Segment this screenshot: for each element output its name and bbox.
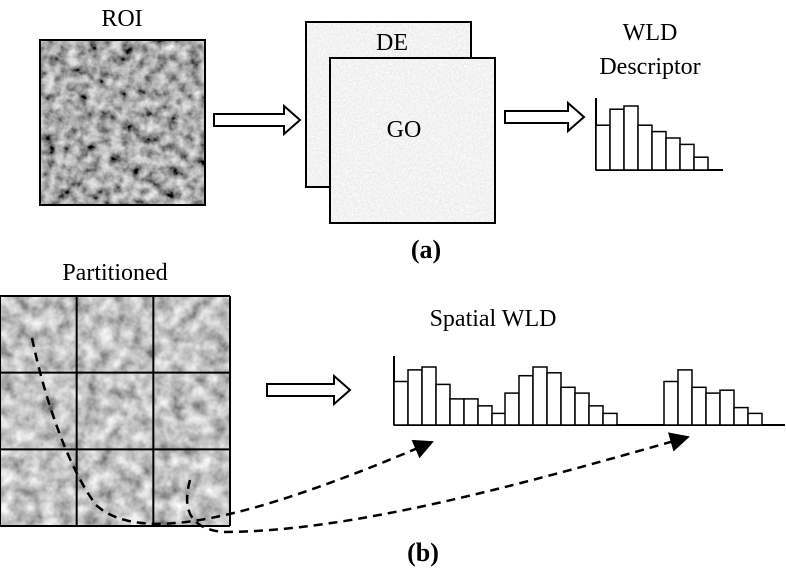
spatial-histogram-2-bar [574, 392, 590, 426]
connector-1 [30, 337, 434, 526]
grid-cell [153, 372, 230, 450]
grid-cell [153, 449, 230, 526]
spatial-wld-histograms [393, 356, 785, 426]
descriptor-histogram-bar [665, 137, 681, 171]
grid-cell [76, 372, 154, 450]
hollow-right-arrow-icon [213, 103, 302, 137]
spatial-histogram-1-bar [407, 369, 423, 426]
roi-label: ROI [101, 6, 142, 32]
dashed-curved-arrow-icon [185, 432, 690, 534]
partitioned-grid [0, 295, 231, 527]
descriptor-label-line1: WLD [623, 20, 678, 46]
grid-cell [76, 296, 154, 373]
roi-image [39, 39, 206, 206]
caption-a: (a) [411, 235, 441, 264]
descriptor-histogram-bar [679, 143, 695, 171]
hollow-right-arrow-icon [504, 100, 586, 134]
wld-descriptor-histogram [595, 98, 723, 171]
spatial-histogram-3-bar [733, 406, 749, 426]
go-image [329, 57, 496, 224]
descriptor-histogram-bar [637, 124, 653, 171]
grid-cell [0, 296, 77, 373]
connector-2 [185, 432, 690, 534]
panel-b: Partitioned Spatial WLD (b) [0, 260, 785, 567]
spatial-histogram-2-bar [602, 412, 618, 426]
spatial-histogram-1-bar [435, 383, 451, 426]
spatial-histogram-3-bar [719, 389, 735, 426]
spatial-histogram-2-bar [546, 372, 562, 426]
spatial-histogram-2-bar [532, 366, 548, 426]
descriptor-histogram-bar [693, 156, 709, 171]
descriptor-label-line2: Descriptor [599, 54, 700, 80]
spatial-histogram-2-bar [560, 386, 576, 426]
grid-cell [153, 296, 230, 373]
spatial-histogram-3-bar [663, 380, 679, 426]
descriptor-histogram-bar [595, 124, 611, 171]
grid-cell [76, 449, 154, 526]
grid-cell [0, 449, 77, 526]
go-label: GO [387, 117, 422, 143]
spatial-histogram-2-bar [504, 392, 520, 426]
descriptor-histogram-bar [609, 108, 625, 171]
spatial-histogram-1-bar [491, 412, 507, 426]
spatial-histogram-3-bar [691, 386, 707, 426]
caption-b: (b) [407, 538, 439, 567]
partitioned-label: Partitioned [62, 260, 167, 286]
spatial-histogram-3-bar [747, 412, 763, 426]
spatial-histogram-2-bar [518, 374, 534, 426]
grid-cell [0, 372, 77, 450]
spatial-histogram-2-bar [588, 405, 604, 426]
spatial-histogram-1-bar [421, 366, 437, 426]
descriptor-histogram-bar [651, 130, 667, 171]
descriptor-histogram-bar [623, 105, 639, 171]
hollow-right-arrow-icon [266, 373, 352, 407]
spatial-histogram-3-bar [677, 369, 693, 426]
dashed-curved-arrow-icon [30, 337, 434, 526]
spatial-histogram-1-bar [449, 398, 465, 426]
spatial-histogram-3-bar [705, 392, 721, 426]
de-label: DE [376, 30, 408, 56]
panel-a: ROI DE GO WLD Descriptor (a) [39, 6, 723, 264]
spatial-histogram-1-bar [477, 405, 493, 426]
spatial-histogram-1-bar [463, 398, 479, 426]
spatial-wld-label: Spatial WLD [430, 306, 557, 332]
spatial-histogram-1-bar [393, 380, 409, 426]
